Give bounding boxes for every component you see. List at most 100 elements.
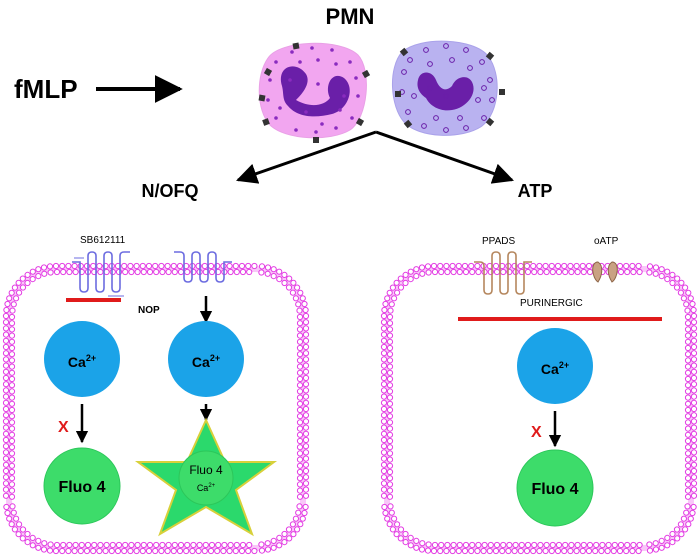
lipid-bead	[226, 547, 233, 555]
lipid-bead	[664, 268, 671, 275]
granule-dot	[421, 123, 427, 129]
lipid-bead	[658, 266, 665, 273]
granule-dot	[427, 85, 433, 91]
lipid-bead	[153, 541, 160, 549]
lipid-bead	[382, 509, 389, 517]
lipid-bead	[16, 521, 23, 528]
lipid-bead	[469, 268, 476, 276]
lipid-bead	[297, 289, 304, 296]
lipid-bead	[624, 268, 631, 276]
lipid-bead	[19, 284, 27, 291]
lipid-bead	[684, 437, 692, 445]
lipid-bead	[52, 547, 60, 555]
lipid-bead	[579, 547, 586, 555]
lipid-bead	[2, 480, 10, 487]
lipid-bead	[684, 369, 692, 376]
lipid-bead	[437, 262, 444, 270]
granule-dot	[314, 130, 318, 134]
lipid-bead	[251, 547, 258, 555]
surface-receptor-mark	[258, 94, 266, 102]
lipid-bead	[35, 266, 42, 273]
lipid-bead	[2, 492, 10, 499]
lipid-bead	[386, 344, 394, 352]
lipid-bead	[296, 344, 304, 352]
lipid-bead	[461, 547, 469, 555]
lipid-bead	[47, 541, 54, 548]
lipid-bead	[586, 268, 594, 276]
lipid-bead	[652, 264, 660, 271]
lipid-bead	[77, 547, 84, 555]
lipid-bead	[568, 541, 575, 549]
lipid-bead	[437, 547, 444, 555]
lipid-bead	[481, 541, 488, 549]
lipid-bead	[245, 262, 252, 270]
lipid-bead	[685, 289, 692, 296]
lipid-bead	[296, 388, 304, 395]
lipid-bead	[455, 547, 462, 555]
lipid-bead	[511, 547, 518, 555]
lipid-bead	[402, 539, 409, 546]
lipid-bead	[425, 541, 432, 548]
lipid-bead	[158, 547, 165, 555]
lipid-bead	[6, 515, 13, 522]
lipid-bead	[386, 521, 393, 528]
lipid-bead	[302, 325, 310, 332]
lipid-bead	[13, 515, 20, 522]
lipid-bead	[684, 487, 692, 494]
lipid-bead	[8, 388, 16, 395]
lipid-bead	[227, 541, 234, 549]
lipid-bead	[567, 262, 574, 270]
lipid-bead	[302, 312, 310, 320]
lipid-bead	[146, 541, 154, 549]
lipid-bead	[382, 300, 389, 308]
calcium-circle-right	[517, 328, 593, 404]
fluo-circle-right	[516, 449, 594, 527]
lipid-bead	[35, 544, 42, 551]
granule-dot	[433, 115, 439, 121]
lipid-bead	[611, 541, 618, 549]
lipid-bead	[302, 374, 310, 382]
lipid-bead	[296, 351, 304, 358]
lipid-bead	[380, 449, 388, 456]
lipid-bead	[294, 526, 301, 533]
lipid-bead	[384, 515, 391, 522]
granule-dot	[411, 93, 417, 99]
lipid-bead	[419, 270, 426, 277]
lipid-bead	[71, 547, 78, 555]
lipid-bead	[480, 547, 487, 555]
lipid-bead	[462, 268, 470, 276]
lipid-bead	[690, 467, 698, 475]
lipid-bead	[290, 531, 297, 538]
lipid-bead	[646, 547, 654, 554]
lipid-bead	[47, 269, 54, 276]
lipid-bead	[295, 509, 302, 516]
granule-dot	[427, 61, 433, 67]
lipid-bead	[682, 526, 689, 533]
lipid-bead	[623, 262, 630, 270]
lipid-bead	[530, 262, 537, 270]
lipid-bead	[555, 268, 563, 276]
lipid-bead	[296, 462, 304, 469]
granule-dot	[405, 109, 411, 115]
lipid-bead	[189, 547, 196, 555]
lipid-bead	[635, 547, 642, 555]
lipid-bead	[11, 284, 18, 291]
lipid-bead	[227, 268, 234, 276]
lipid-bead	[684, 503, 691, 510]
lipid-bead	[646, 541, 653, 548]
granule-dot	[294, 128, 298, 132]
lipid-bead	[391, 295, 398, 302]
lipid-bead	[238, 547, 246, 555]
lipid-bead	[2, 356, 10, 363]
lipid-bead	[195, 547, 202, 555]
granule-dot	[443, 127, 449, 133]
lipid-bead	[430, 262, 438, 270]
lipid-bead	[2, 319, 10, 326]
lipid-bead	[8, 363, 16, 370]
lipid-bead	[690, 337, 698, 344]
lipid-bead	[684, 307, 691, 314]
lipid-bead	[285, 526, 293, 533]
lipid-bead	[407, 268, 414, 275]
lipid-bead	[386, 413, 394, 420]
lipid-bead	[2, 325, 10, 332]
